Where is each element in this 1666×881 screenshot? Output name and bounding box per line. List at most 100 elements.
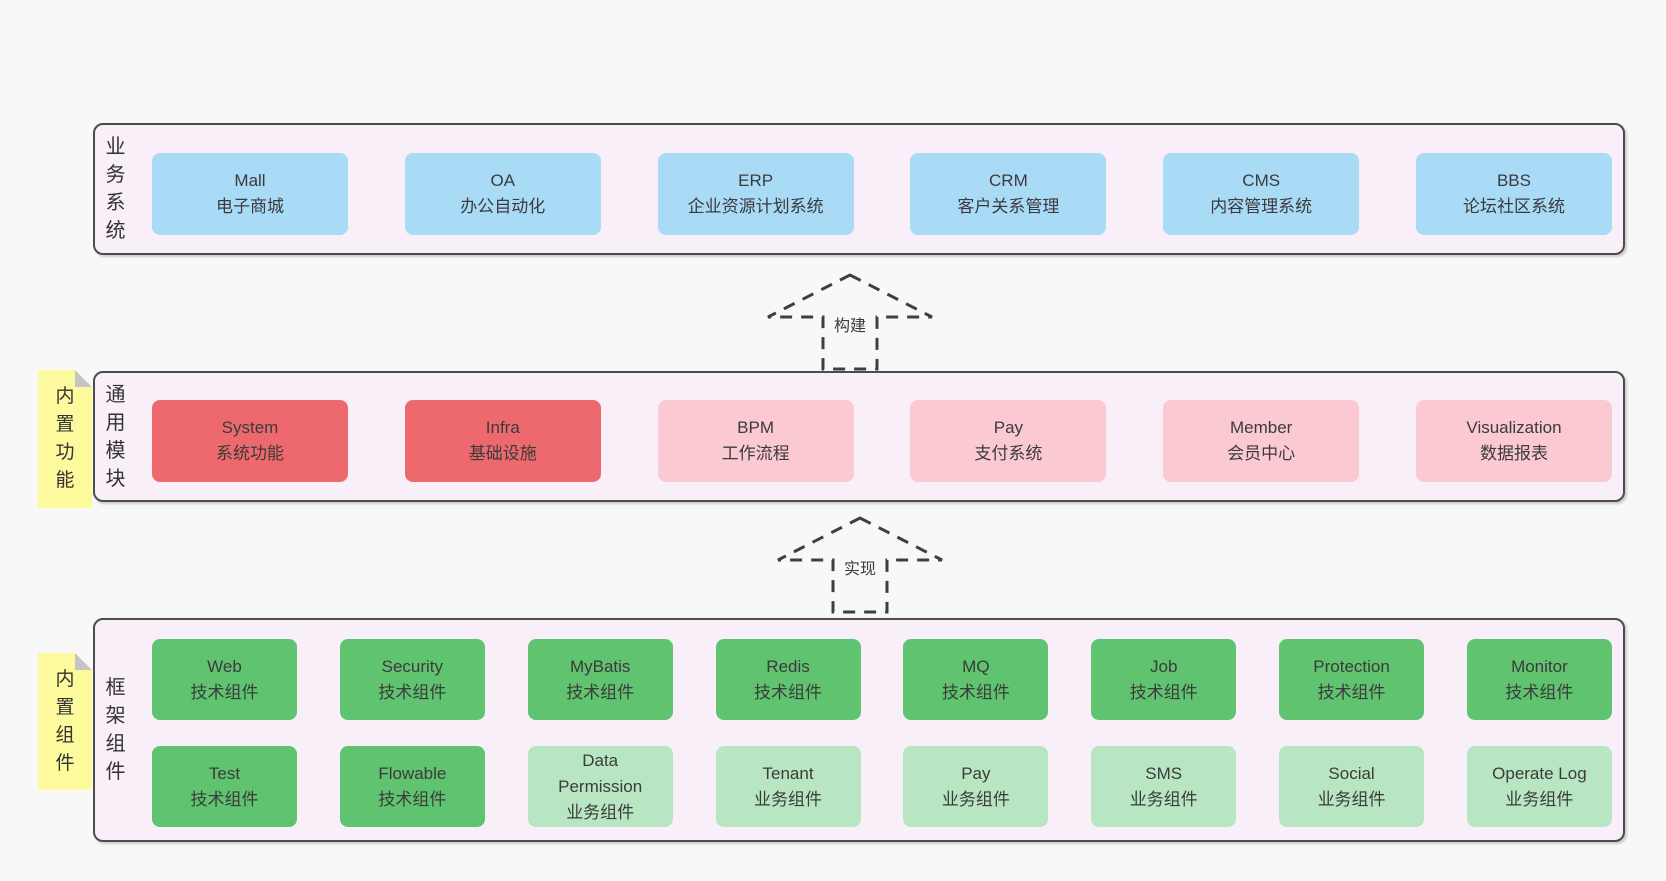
box-title: OA: [490, 171, 516, 190]
box-redis: Redis 技术组件: [715, 639, 861, 720]
box-subtitle: 技术组件: [1129, 682, 1198, 702]
box-subtitle: 技术组件: [941, 682, 1010, 702]
layer-label-common-modules: 通用模块: [105, 383, 126, 490]
box-mall: Mall 电子商城: [152, 153, 348, 235]
framework-box-row-2: Test 技术组件 Flowable 技术组件 Data Permission …: [152, 746, 1612, 827]
layer-common-modules: 通用模块 System 系统功能 Infra 基础设施 BPM 工作流程 Pay…: [93, 371, 1625, 502]
arrow-implement: 实现: [775, 515, 945, 615]
box-subtitle: 内容管理系统: [1210, 197, 1313, 216]
box-sms: SMS 业务组件: [1091, 746, 1237, 827]
box-title: Member: [1230, 418, 1293, 437]
box-subtitle: 业务组件: [1129, 789, 1198, 809]
box-visualization: Visualization 数据报表: [1415, 400, 1612, 482]
box-subtitle: 基础设施: [468, 444, 537, 463]
box-subtitle: 工作流程: [721, 444, 790, 463]
box-subtitle: 数据报表: [1479, 444, 1548, 463]
box-infra: Infra 基础设施: [404, 400, 601, 482]
box-subtitle: 技术组件: [1505, 682, 1574, 702]
box-social: Social 业务组件: [1279, 746, 1425, 827]
box-subtitle: 论坛社区系统: [1462, 197, 1565, 216]
box-title: Test: [208, 763, 241, 783]
box-title: CMS: [1242, 171, 1281, 190]
box-subtitle: 业务组件: [566, 802, 635, 822]
sticky-note-builtin-components: 内置组件: [38, 653, 92, 790]
box-subtitle: 支付系统: [974, 444, 1043, 463]
box-title: Infra: [485, 418, 520, 437]
box-subtitle: 技术组件: [378, 789, 447, 809]
box-title: Mall: [234, 171, 266, 190]
box-title: ERP: [738, 171, 774, 190]
layer-business-systems: 业务系统 Mall 电子商城 OA 办公自动化 ERP 企业资源计划系统 CRM…: [93, 123, 1625, 255]
box-bbs: BBS 论坛社区系统: [1415, 153, 1612, 235]
box-pay-biz: Pay 业务组件: [903, 746, 1049, 827]
box-cms: CMS 内容管理系统: [1163, 153, 1360, 235]
box-mybatis: MyBatis 技术组件: [527, 639, 673, 720]
box-operate-log: Operate Log 业务组件: [1466, 746, 1612, 827]
box-bpm: BPM 工作流程: [657, 400, 854, 482]
box-security: Security 技术组件: [339, 639, 485, 720]
box-title: Redis: [766, 656, 810, 676]
box-title: Flowable: [378, 763, 447, 783]
box-subtitle: 系统功能: [216, 444, 284, 463]
box-title: MyBatis: [569, 656, 631, 676]
box-title: BBS: [1496, 171, 1531, 190]
note-fold-corner: [75, 370, 92, 387]
box-title: MQ: [962, 656, 990, 676]
box-erp: ERP 企业资源计划系统: [657, 153, 854, 235]
box-pay: Pay 支付系统: [910, 400, 1107, 482]
layer-label-framework-components: 框架组件: [105, 677, 126, 783]
box-mq: MQ 技术组件: [903, 639, 1049, 720]
box-subtitle: 技术组件: [754, 682, 823, 702]
box-subtitle: 办公自动化: [460, 197, 546, 216]
box-member: Member 会员中心: [1163, 400, 1360, 482]
box-title: BPM: [737, 418, 775, 437]
box-title: Job: [1150, 656, 1178, 676]
box-subtitle: 业务组件: [754, 789, 823, 809]
box-job: Job 技术组件: [1091, 639, 1237, 720]
box-subtitle: 技术组件: [1317, 682, 1386, 702]
box-subtitle: 技术组件: [378, 682, 447, 702]
box-title: SMS: [1145, 763, 1183, 783]
box-flowable: Flowable 技术组件: [339, 746, 485, 827]
box-tenant: Tenant 业务组件: [715, 746, 861, 827]
box-title: Pay: [993, 418, 1024, 437]
box-title: CRM: [989, 171, 1028, 190]
box-title: Tenant: [762, 763, 814, 783]
box-title: Pay: [961, 763, 991, 783]
arrow-label: 构建: [830, 312, 870, 336]
modules-box-row: System 系统功能 Infra 基础设施 BPM 工作流程 Pay 支付系统…: [152, 400, 1612, 482]
layer-framework-components: 框架组件 Web 技术组件 Security 技术组件 MyBatis 技术组件…: [93, 618, 1625, 842]
box-subtitle: 技术组件: [190, 789, 259, 809]
box-monitor: Monitor 技术组件: [1466, 639, 1612, 720]
framework-box-row-1: Web 技术组件 Security 技术组件 MyBatis 技术组件 Redi…: [152, 639, 1612, 720]
box-title: Visualization: [1466, 418, 1562, 437]
note-fold-corner: [75, 653, 92, 670]
box-title: Social: [1328, 763, 1375, 783]
layer-label-business-systems: 业务系统: [105, 136, 126, 242]
sticky-note-builtin-features: 内置功能: [38, 370, 92, 508]
box-crm: CRM 客户关系管理: [910, 153, 1107, 235]
box-title: System: [221, 418, 279, 437]
box-title: Data Permission: [558, 750, 643, 796]
box-title: Security: [381, 656, 444, 676]
box-subtitle: 业务组件: [941, 789, 1010, 809]
box-data-permission: Data Permission 业务组件: [527, 746, 673, 827]
box-subtitle: 业务组件: [1505, 789, 1574, 809]
box-test: Test 技术组件: [152, 746, 297, 827]
box-oa: OA 办公自动化: [404, 153, 601, 235]
box-subtitle: 技术组件: [190, 682, 259, 702]
box-subtitle: 技术组件: [566, 682, 635, 702]
arrow-label: 实现: [840, 555, 880, 579]
box-subtitle: 业务组件: [1317, 789, 1386, 809]
box-subtitle: 企业资源计划系统: [687, 197, 824, 216]
box-title: Protection: [1313, 656, 1390, 676]
arrow-build: 构建: [765, 272, 935, 372]
business-box-row: Mall 电子商城 OA 办公自动化 ERP 企业资源计划系统 CRM 客户关系…: [152, 153, 1612, 235]
box-title: Web: [207, 656, 242, 676]
box-protection: Protection 技术组件: [1279, 639, 1425, 720]
box-web: Web 技术组件: [152, 639, 297, 720]
box-system: System 系统功能: [152, 400, 348, 482]
box-subtitle: 电子商城: [216, 197, 284, 216]
box-title: Operate Log: [1492, 763, 1587, 783]
